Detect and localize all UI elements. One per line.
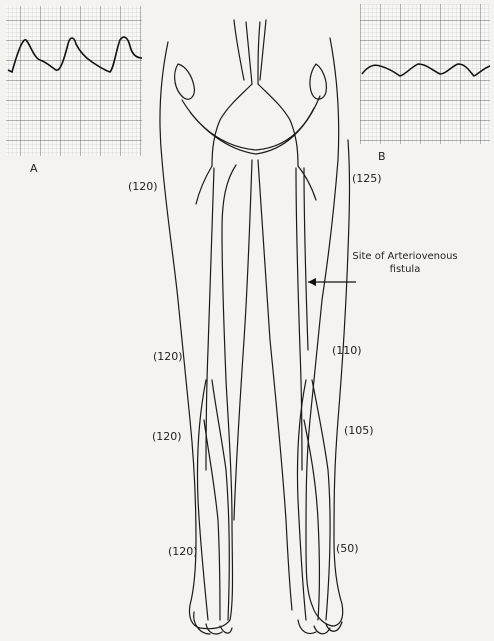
right-calf-vessel-2 (212, 380, 229, 620)
right-leg-inner (234, 160, 252, 520)
left-leg-outline (306, 38, 350, 626)
right-iliac (175, 64, 195, 99)
right-femoral-vessel (206, 168, 214, 470)
left-femoral-vessel-2 (304, 168, 308, 350)
pressure-ankle-right: (120) (168, 545, 198, 558)
panel-label-b: B (378, 150, 386, 163)
fistula-annotation-line1: Site of Arteriovenous (350, 250, 460, 263)
pressure-calf-right: (120) (152, 430, 182, 443)
left-leg-inner (258, 160, 292, 610)
right-femoral-branch (196, 166, 212, 204)
pelvis-line (182, 96, 320, 154)
aorta-b (258, 22, 260, 84)
fistula-annotation-line2: fistula (350, 263, 460, 276)
pressure-calf-left: (105) (344, 424, 374, 437)
right-iliac-artery (212, 84, 252, 166)
left-foot-toes (298, 620, 342, 634)
pelvis-inner (190, 108, 314, 150)
pressure-upper-thigh-right: (120) (128, 180, 158, 193)
right-leg-outline (160, 42, 236, 629)
pressure-lower-thigh-right: (120) (153, 350, 183, 363)
torso-right-edge (260, 20, 266, 80)
torso-left-edge (234, 20, 244, 80)
left-iliac (310, 64, 326, 99)
left-femoral-branch (298, 166, 316, 200)
fistula-annotation: Site of Arteriovenous fistula (350, 250, 460, 276)
tracing-a-grid (6, 6, 142, 156)
aorta (246, 22, 252, 84)
pulse-tracing-b (360, 4, 490, 144)
fistula-arrow (308, 278, 356, 286)
left-calf-vessel-2 (312, 380, 330, 620)
pressure-lower-thigh-left: (110) (332, 344, 362, 357)
left-femoral-vessel (296, 168, 302, 470)
tracing-b-grid (360, 4, 490, 144)
panel-label-a: A (30, 162, 38, 175)
pressure-ankle-left: (50) (336, 542, 359, 555)
left-iliac-artery (258, 84, 298, 166)
pulse-tracing-a (6, 6, 142, 156)
pressure-upper-thigh-left: (125) (352, 172, 382, 185)
right-foot-toes (194, 612, 232, 634)
